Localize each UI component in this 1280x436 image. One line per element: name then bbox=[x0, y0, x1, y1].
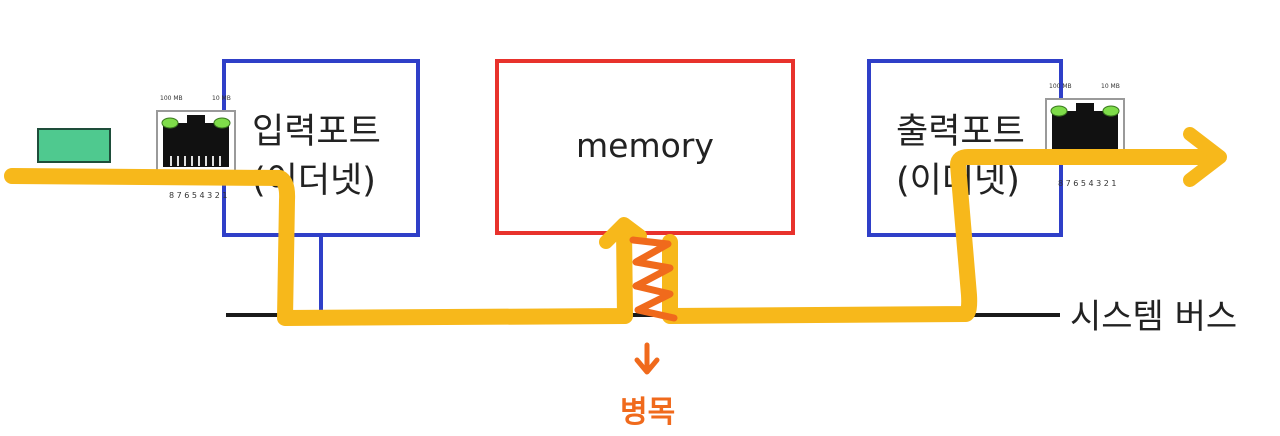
jack-left-led-left bbox=[161, 117, 179, 129]
jack-right-pin-numbers: 8 7 6 5 4 3 2 1 bbox=[1058, 179, 1117, 188]
ethernet-jack-right-icon: 100 MB 10 MB 8 7 6 5 4 3 2 1 bbox=[1045, 83, 1125, 188]
memory-label: memory bbox=[576, 126, 714, 165]
jack-right-led-left bbox=[1050, 105, 1068, 117]
cable-connector bbox=[37, 128, 111, 163]
bottleneck-label: 병목 bbox=[620, 395, 675, 430]
data-path-out-arrowhead bbox=[1183, 127, 1227, 187]
jack-left-led-right-label: 10 MB bbox=[212, 95, 231, 102]
jack-left-led-right bbox=[213, 117, 231, 129]
ethernet-jack-left-icon: 100 MB 10 MB 8 7 6 5 4 3 2 1 bbox=[156, 95, 236, 200]
jack-right-led-right bbox=[1102, 105, 1120, 117]
output-port-label-line1: 출력포트 bbox=[896, 112, 1025, 152]
jack-left-led-left-label: 100 MB bbox=[160, 95, 183, 102]
bottleneck-arrow-icon bbox=[634, 357, 660, 375]
jack-right-led-right-label: 10 MB bbox=[1101, 83, 1120, 90]
bottleneck-zigzag bbox=[629, 236, 678, 322]
data-path-in bbox=[4, 168, 633, 326]
data-path-out bbox=[662, 149, 1226, 324]
data-path-up-arrowhead bbox=[599, 217, 647, 249]
system-bus-label: 시스템 버스 bbox=[1070, 297, 1237, 337]
jack-right-led-left-label: 100 MB bbox=[1049, 83, 1072, 90]
input-port-label-line1: 입력포트 bbox=[252, 112, 381, 152]
jack-left-pin-numbers: 8 7 6 5 4 3 2 1 bbox=[169, 191, 228, 200]
